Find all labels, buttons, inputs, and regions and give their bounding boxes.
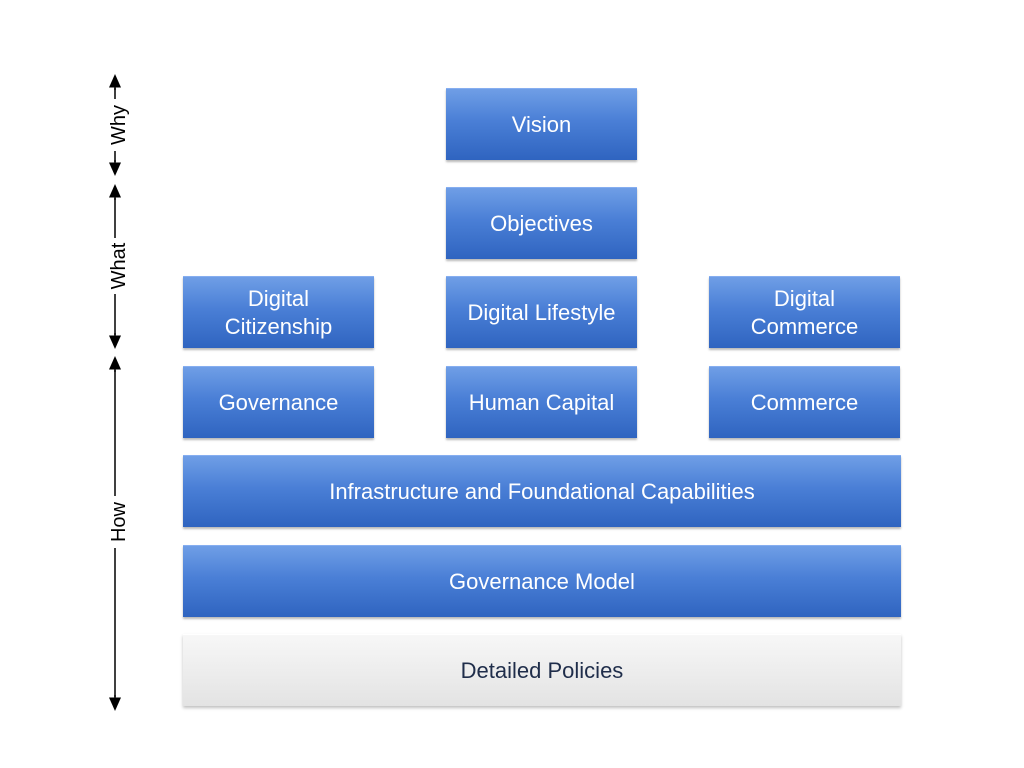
box-digital-citizenship-label: Digital Citizenship bbox=[224, 285, 333, 339]
box-human-capital-label: Human Capital bbox=[468, 389, 615, 415]
box-digital-lifestyle: Digital Lifestyle bbox=[446, 276, 637, 348]
box-governance-model-label: Governance Model bbox=[449, 568, 635, 594]
axis-label-what: What bbox=[108, 238, 130, 294]
box-detailed-policies: Detailed Policies bbox=[183, 634, 901, 706]
axis-label-why: Why bbox=[108, 99, 130, 151]
box-vision-label: Vision bbox=[511, 111, 572, 137]
box-digital-commerce: Digital Commerce bbox=[709, 276, 900, 348]
box-infrastructure-label: Infrastructure and Foundational Capabili… bbox=[329, 478, 755, 504]
box-infrastructure: Infrastructure and Foundational Capabili… bbox=[183, 455, 901, 527]
box-digital-lifestyle-label: Digital Lifestyle bbox=[467, 299, 616, 325]
axis-label-how: How bbox=[108, 496, 130, 548]
box-governance-label: Governance bbox=[218, 389, 339, 415]
box-vision: Vision bbox=[446, 88, 637, 160]
box-governance: Governance bbox=[183, 366, 374, 438]
box-objectives: Objectives bbox=[446, 187, 637, 259]
box-commerce-label: Commerce bbox=[750, 389, 859, 415]
box-governance-model: Governance Model bbox=[183, 545, 901, 617]
box-objectives-label: Objectives bbox=[490, 210, 593, 236]
box-digital-citizenship: Digital Citizenship bbox=[183, 276, 374, 348]
box-human-capital: Human Capital bbox=[446, 366, 637, 438]
box-digital-commerce-label: Digital Commerce bbox=[750, 285, 859, 339]
box-commerce: Commerce bbox=[709, 366, 900, 438]
box-detailed-policies-label: Detailed Policies bbox=[460, 657, 624, 683]
